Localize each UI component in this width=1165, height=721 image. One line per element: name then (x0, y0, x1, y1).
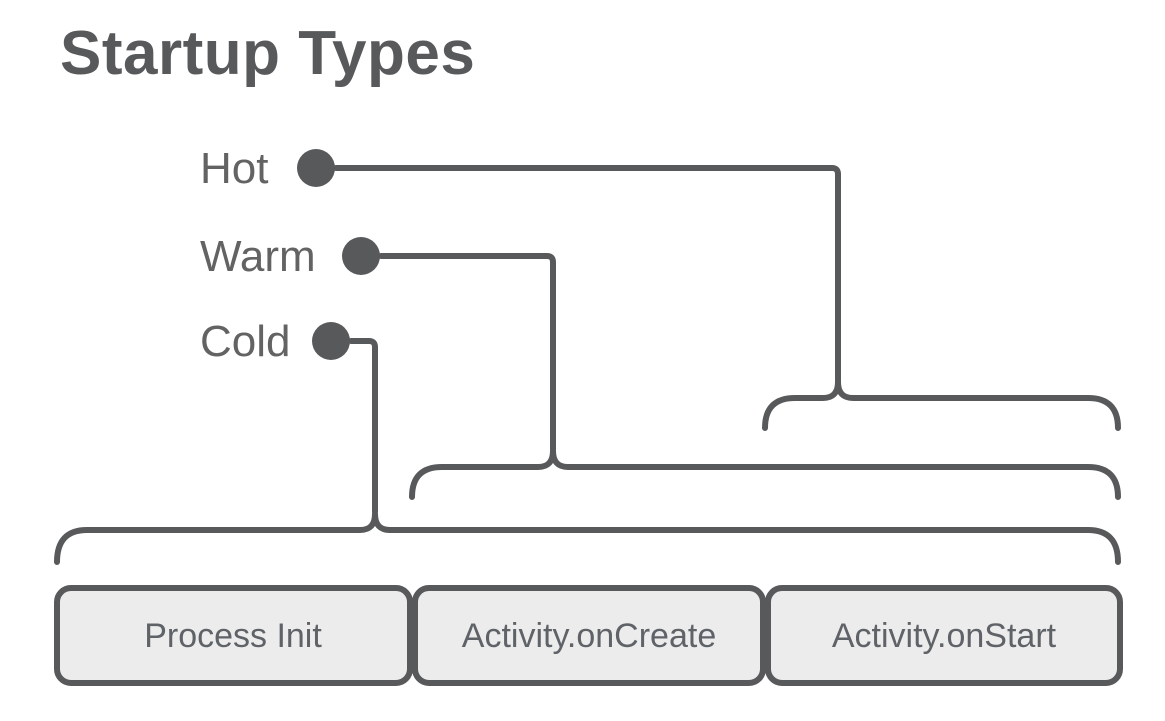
hot-node-dot (297, 149, 335, 187)
diagram-title: Startup Types (60, 19, 475, 88)
warm-row: Warm (200, 232, 1121, 500)
warm-node-dot (342, 237, 380, 275)
warm-brace (409, 448, 1121, 500)
cold-connector-line (348, 338, 378, 515)
activity-oncreate-label: Activity.onCreate (462, 617, 716, 655)
phase-box-activity-oncreate: Activity.onCreate (412, 585, 766, 686)
activity-onstart-box (765, 585, 1123, 686)
cold-brace (54, 511, 1121, 565)
cold-row: Cold (54, 317, 1121, 565)
process-init-label: Process Init (144, 617, 322, 655)
process-init-box (54, 585, 413, 686)
hot-row: Hot (200, 144, 1121, 431)
warm-connector-line (378, 253, 556, 453)
hot-connector-line (333, 165, 841, 386)
activity-oncreate-box (412, 585, 766, 686)
hot-brace (762, 379, 1121, 431)
phase-box-activity-onstart: Activity.onStart (765, 585, 1123, 686)
cold-label: Cold (200, 317, 291, 366)
hot-label: Hot (200, 144, 268, 193)
warm-label: Warm (200, 232, 316, 281)
activity-onstart-label: Activity.onStart (832, 617, 1057, 655)
phase-boxes: Process Init Activity.onCreate Activity.… (54, 585, 1123, 686)
cold-node-dot (312, 322, 350, 360)
phase-box-process-init: Process Init (54, 585, 413, 686)
